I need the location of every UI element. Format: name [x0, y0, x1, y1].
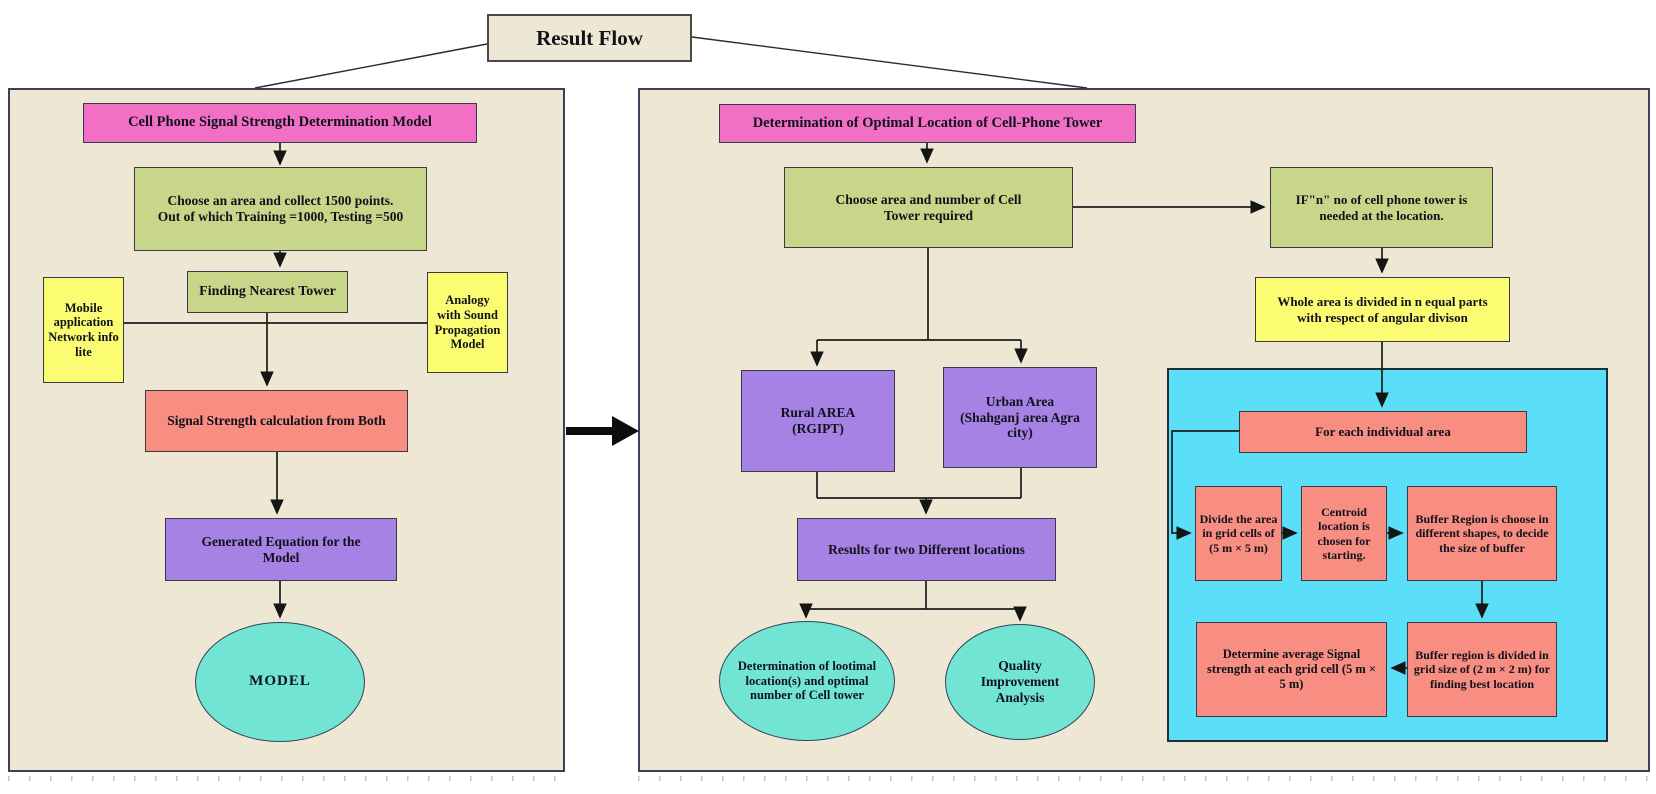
ruler-ticks-left	[8, 776, 565, 781]
for-each-area-box: For each individual area	[1239, 411, 1527, 453]
finding-nearest-tower-box: Finding Nearest Tower	[187, 271, 348, 313]
flow-connectors	[124, 143, 1489, 675]
right-title-box: Determination of Optimal Location of Cel…	[719, 104, 1136, 143]
quality-improvement-ellipse: Quality Improvement Analysis	[945, 624, 1095, 740]
analogy-sound-box: Analogy with Sound Propagation Model	[427, 272, 508, 373]
model-ellipse: MODEL	[195, 622, 365, 742]
panel-transition-arrow	[566, 416, 639, 446]
collect-points-box: Choose an area and collect 1500 points. …	[134, 167, 427, 251]
mobile-app-box: Mobile application Network info lite	[43, 277, 124, 383]
diagram-title: Result Flow	[487, 14, 692, 62]
ruler-ticks-right	[638, 776, 1650, 781]
urban-area-box: Urban Area (Shahganj area Agra city)	[943, 367, 1097, 468]
title-connectors	[254, 36, 1088, 89]
centroid-location-box: Centroid location is chosen for starting…	[1301, 486, 1387, 581]
buffer-region-choose-box: Buffer Region is choose in different sha…	[1407, 486, 1557, 581]
whole-area-divided-box: Whole area is divided in n equal parts w…	[1255, 277, 1510, 342]
determine-avg-signal-box: Determine average Signal strength at eac…	[1196, 622, 1387, 717]
signal-calc-box: Signal Strength calculation from Both	[145, 390, 408, 452]
left-title-box: Cell Phone Signal Strength Determination…	[83, 103, 477, 143]
buffer-region-divided-box: Buffer region is divided in grid size of…	[1407, 622, 1557, 717]
generated-equation-box: Generated Equation for the Model	[165, 518, 397, 581]
rural-area-box: Rural AREA (RGIPT)	[741, 370, 895, 472]
divide-grid-cells-box: Divide the area in grid cells of (5 m × …	[1195, 486, 1282, 581]
choose-area-box: Choose area and number of Cell Tower req…	[784, 167, 1073, 248]
optimal-location-ellipse: Determination of lootimal location(s) an…	[719, 621, 895, 741]
diagram-title-label: Result Flow	[536, 25, 643, 50]
results-two-locations-box: Results for two Different locations	[797, 518, 1056, 581]
if-n-towers-box: IF"n" no of cell phone tower is needed a…	[1270, 167, 1493, 248]
